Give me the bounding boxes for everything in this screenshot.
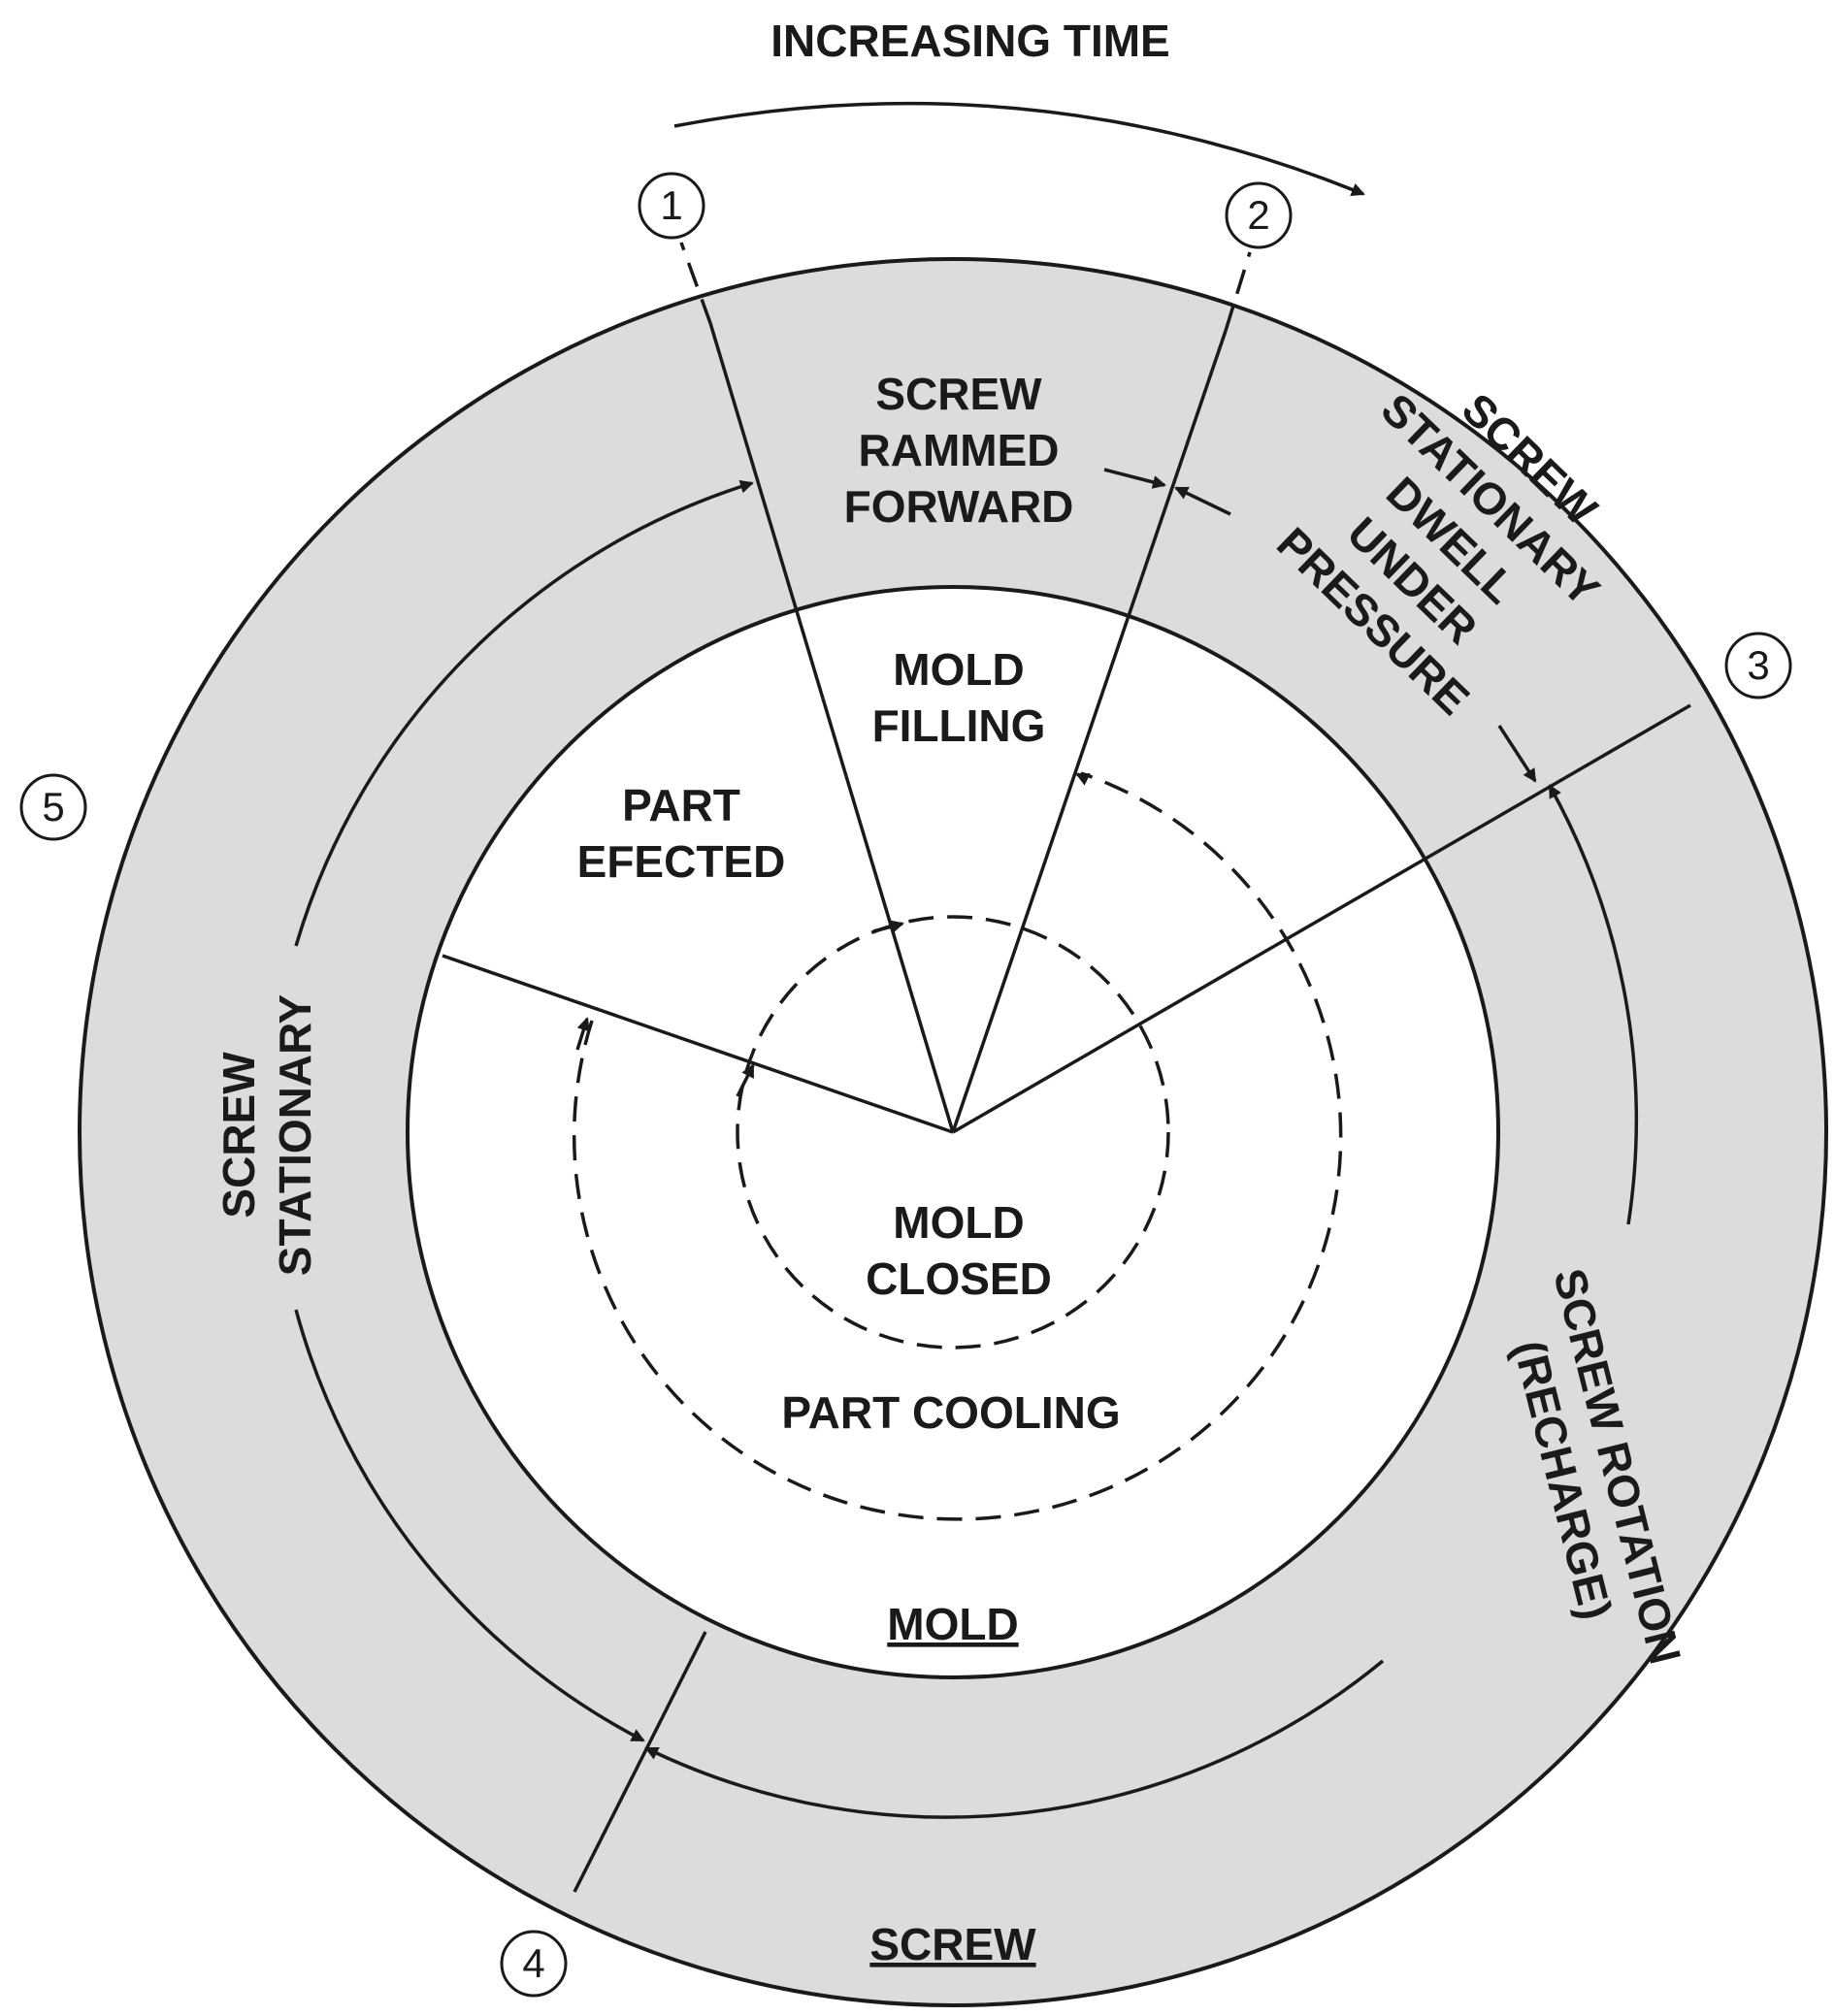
rammed-pointer-right <box>1174 486 1231 516</box>
screw-stationary-arc-bottom <box>294 1309 645 1742</box>
svg-text:CLOSED: CLOSED <box>866 1253 1052 1304</box>
marker-3: 3 <box>1724 632 1792 699</box>
screw-stationary-arc-top <box>294 479 754 947</box>
part-cooling-arrow-tail <box>575 1017 591 1051</box>
mold-closed-arrow-a <box>736 1063 755 1097</box>
svg-text:FORWARD: FORWARD <box>844 481 1074 532</box>
mold-closed-dashed <box>736 915 1170 1349</box>
svg-text:MOLD: MOLD <box>893 644 1024 695</box>
phase-line-2 <box>951 330 1228 1133</box>
screw-stationary-label: SCREW STATIONARY <box>213 994 320 1276</box>
time-arrow <box>673 101 1365 196</box>
marker-4: 4 <box>500 1930 568 1998</box>
mold-section-label: MOLD <box>887 1599 1018 1649</box>
phase-line-3 <box>952 703 1691 1134</box>
marker-2: 2 <box>1225 181 1293 249</box>
part-cooling-arrow-head <box>1075 772 1091 786</box>
part-cooling-dashed <box>572 771 1343 1521</box>
phase-line-1 <box>708 322 955 1133</box>
svg-text:1: 1 <box>660 182 682 228</box>
dwell-pointer <box>1497 725 1537 783</box>
mold-filling-label: MOLD FILLING <box>872 644 1046 751</box>
marker-2-leader <box>1224 251 1252 332</box>
svg-text:4: 4 <box>522 1940 544 1986</box>
svg-text:2: 2 <box>1247 192 1269 238</box>
screw-rotation-arc <box>644 1659 1385 1819</box>
mold-closed-label: MOLD CLOSED <box>866 1197 1052 1304</box>
marker-5: 5 <box>19 773 87 841</box>
svg-text:EFECTED: EFECTED <box>577 836 786 887</box>
phase-line-5 <box>442 954 954 1134</box>
svg-text:SCREW: SCREW <box>875 369 1042 419</box>
svg-text:RAMMED: RAMMED <box>859 425 1060 475</box>
increasing-time-label: INCREASING TIME <box>770 16 1169 66</box>
part-cooling-label: PART COOLING <box>781 1387 1120 1438</box>
svg-text:5: 5 <box>42 784 64 829</box>
rammed-pointer-left <box>1103 468 1166 489</box>
mold-closed-arrow-b <box>872 920 904 933</box>
svg-text:PART: PART <box>622 780 740 830</box>
phase-line-4 <box>573 1631 707 1893</box>
svg-text:SCREW: SCREW <box>213 1052 264 1219</box>
svg-text:3: 3 <box>1747 642 1769 688</box>
svg-text:STATIONARY: STATIONARY <box>270 994 320 1276</box>
screw-rammed-forward-label: SCREW RAMMED FORWARD <box>844 369 1074 532</box>
screw-section-label: SCREW <box>869 1919 1036 1969</box>
marker-1-leader <box>679 242 712 324</box>
svg-text:MOLD: MOLD <box>893 1197 1024 1248</box>
marker-1: 1 <box>638 172 705 240</box>
svg-text:FILLING: FILLING <box>872 700 1046 751</box>
part-ejected-label: PART EFECTED <box>577 780 786 887</box>
screw-rotation-arc-right <box>1548 784 1639 1225</box>
